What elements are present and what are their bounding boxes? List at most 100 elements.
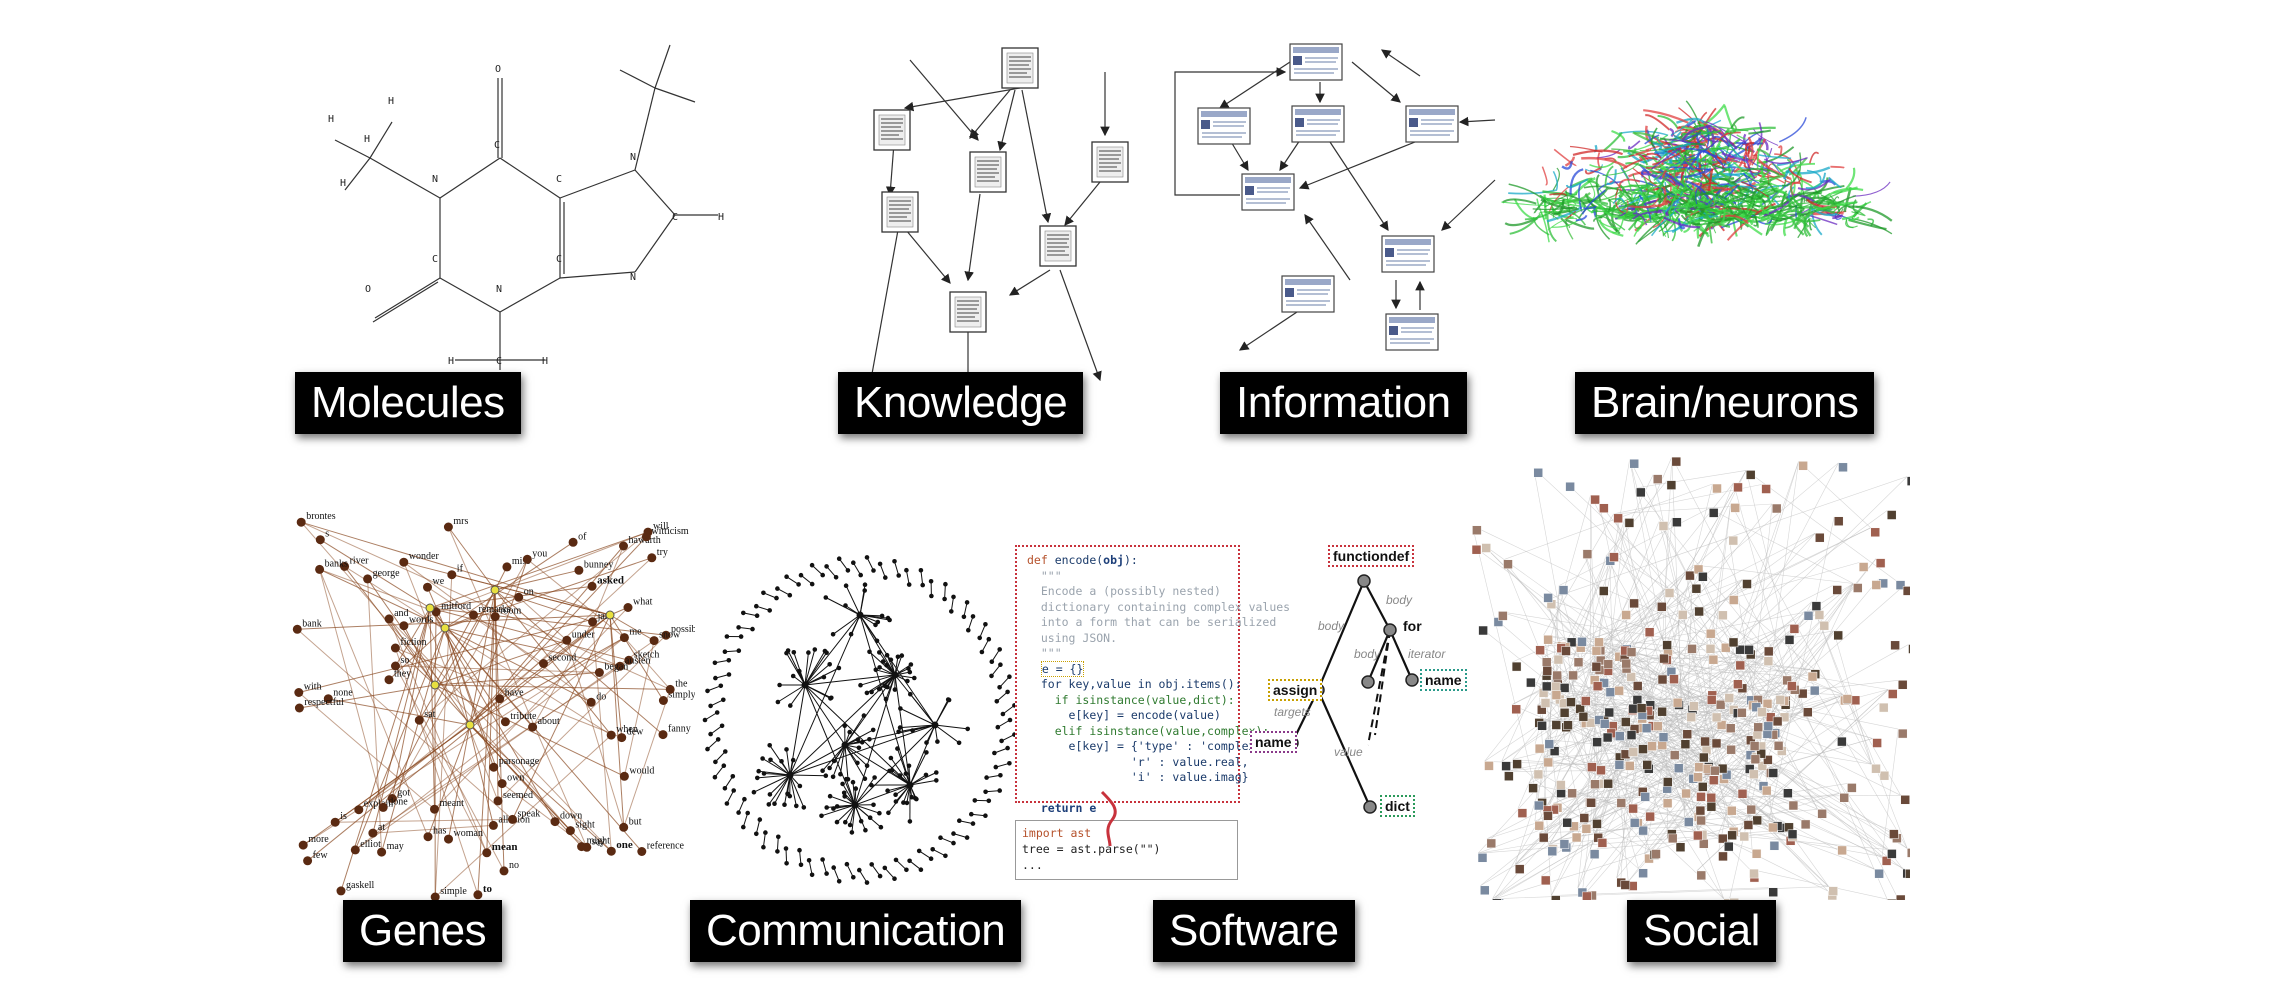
brain-fiber (1644, 114, 1671, 131)
social-avatar-node (1711, 712, 1722, 723)
comm-node (871, 802, 876, 808)
social-avatar-node (1581, 696, 1591, 706)
gene-word-label: reference (647, 841, 685, 852)
comm-edge (804, 684, 831, 699)
comm-node (867, 815, 873, 820)
code-docstring: using JSON. (1040, 630, 1118, 645)
comm-node (869, 862, 874, 867)
comm-node (893, 792, 898, 797)
gene-edge (497, 634, 667, 802)
comm-node (730, 774, 736, 779)
social-edge (1622, 462, 1839, 646)
social-avatar-node (1749, 868, 1759, 879)
social-edge (1790, 685, 1897, 896)
brain-fiber (1796, 175, 1805, 203)
gene-edge (494, 589, 593, 623)
gene-node (430, 804, 439, 814)
comm-node (895, 654, 901, 660)
gene-word-label: began (604, 662, 628, 673)
social-edge (1477, 792, 1641, 854)
social-avatar-node (1556, 788, 1566, 798)
comm-edge (829, 795, 856, 806)
comm-node (788, 703, 793, 708)
brain-fiber (1741, 168, 1780, 176)
brain-fiber (1693, 210, 1724, 232)
gene-edge (354, 637, 625, 851)
brain-fiber (1566, 177, 1596, 203)
brain-fiber (1572, 149, 1623, 156)
gene-word-label: will (653, 521, 669, 532)
social-avatar-node (1629, 818, 1640, 828)
social-edge (1512, 482, 1734, 760)
social-edge (1625, 720, 1718, 762)
brain-fiber (1741, 214, 1754, 226)
social-avatar-node (1763, 656, 1774, 666)
social-avatar-node (1645, 811, 1655, 822)
social-avatar-node (1798, 461, 1808, 471)
social-avatar-node (1693, 830, 1703, 841)
comm-edge (884, 867, 895, 880)
brain-fiber (1779, 162, 1816, 173)
social-avatar-node (1698, 572, 1708, 582)
gene-word-label: no (509, 860, 519, 871)
social-avatar-node (1652, 474, 1663, 484)
comm-node (972, 798, 978, 803)
comm-node (754, 603, 759, 609)
brain-fiber (1650, 127, 1658, 149)
gene-word-label: second (549, 653, 577, 664)
brain-fiber (1797, 190, 1843, 205)
social-avatar-node (1684, 817, 1694, 827)
gene-edge (344, 565, 612, 736)
brain-fiber (1678, 157, 1682, 168)
comm-node (986, 798, 992, 804)
comm-node (886, 810, 891, 816)
code-line: tree = ast.parse("") (1022, 842, 1161, 856)
social-edge (1744, 503, 1773, 765)
atom-label: H (542, 356, 548, 367)
brain-fiber (1720, 208, 1726, 224)
brain-fiber (1532, 206, 1573, 211)
brain-fiber (1501, 201, 1549, 207)
social-avatar-node (1543, 811, 1553, 821)
comm-node (956, 740, 962, 746)
social-edge (1539, 822, 1769, 834)
social-avatar-node (1590, 494, 1600, 505)
ast-edge-label: body (1318, 619, 1345, 633)
comm-node (983, 813, 988, 818)
comm-node (845, 568, 851, 573)
social-avatar-node (1504, 771, 1514, 781)
comm-node (833, 575, 839, 580)
social-edge (1541, 818, 1634, 877)
gene-word-label: miss (512, 556, 530, 567)
brain-fiber (1546, 197, 1577, 205)
code-func-sig: encode( (1047, 553, 1104, 567)
gene-word-label: more (308, 834, 329, 845)
brain-fiber (1565, 218, 1595, 230)
social-avatar-node (1566, 697, 1576, 707)
brain-fiber (1618, 178, 1641, 187)
social-avatar-node (1472, 525, 1482, 535)
comm-node (887, 617, 892, 623)
social-avatar-node (1629, 598, 1639, 609)
gene-node (384, 614, 394, 624)
comm-node (1012, 732, 1015, 737)
social-avatar-node (1693, 772, 1703, 782)
social-avatar-node (1814, 610, 1825, 620)
gene-word-label: have (505, 688, 524, 699)
comm-node (997, 685, 1002, 690)
comm-hub-node (906, 781, 914, 789)
social-avatar-node (1551, 720, 1562, 730)
gene-edge (592, 545, 624, 622)
comm-node (861, 713, 867, 718)
social-avatar-node (1721, 642, 1731, 653)
comm-node (838, 771, 843, 777)
comm-node (761, 771, 767, 776)
gene-edge (501, 783, 588, 848)
social-avatar-node (1789, 624, 1800, 634)
brain-fiber (1709, 172, 1758, 180)
social-avatar-node (1533, 769, 1544, 780)
atom-label: H (328, 114, 334, 125)
social-avatar-node (1658, 521, 1669, 531)
social-avatar-node (1644, 627, 1655, 637)
comm-edge (894, 561, 900, 576)
